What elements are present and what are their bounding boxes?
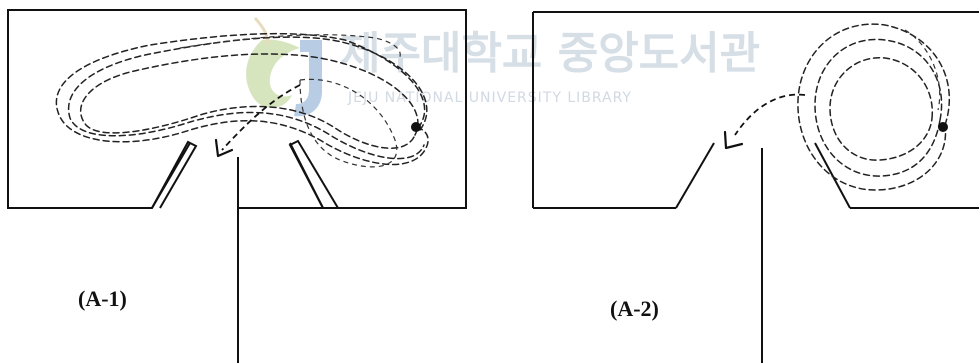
arrow-head-icon bbox=[723, 130, 744, 150]
nozzle-left-edge-a2 bbox=[675, 142, 715, 209]
panel-a1: (A-1) bbox=[7, 9, 467, 363]
watermark-subtitle: JEJU NATIONAL UNIVERSITY LIBRARY bbox=[347, 90, 632, 106]
arrow-head-icon bbox=[214, 138, 234, 158]
vortex-path-outer-a1 bbox=[55, 32, 429, 166]
jnu-library-emblem-icon bbox=[246, 17, 322, 117]
escape-path-a1 bbox=[221, 84, 301, 151]
panel-label-a2: (A-2) bbox=[610, 296, 659, 321]
vortex-origin-dot-a1 bbox=[411, 122, 421, 132]
vortex-loop-trail-a2 bbox=[904, 29, 941, 111]
vortex-path-middle-a1 bbox=[67, 36, 428, 160]
vortex-origin-dot-a2 bbox=[938, 122, 948, 132]
nozzle-left-edge-a1 bbox=[151, 142, 191, 209]
vortex-path-trail-a1 bbox=[299, 78, 398, 168]
watermark-title: 제주대학교 중앙도서관 bbox=[340, 28, 760, 79]
vortex-loop-inner-a2 bbox=[829, 57, 933, 161]
library-watermark: 제주대학교 중앙도서관 JEJU NATIONAL UNIVERSITY LIB… bbox=[246, 17, 760, 117]
nozzle-right-edge-a1 bbox=[289, 142, 324, 209]
escape-path-a2 bbox=[734, 93, 806, 136]
panel-label-a1: (A-1) bbox=[78, 286, 127, 311]
panel-a2: (A-2) bbox=[532, 11, 979, 363]
vortex-path-upper-a1 bbox=[179, 34, 401, 61]
vortex-loop-outer-a2 bbox=[797, 23, 950, 191]
vortex-loop-middle-a2 bbox=[814, 38, 943, 177]
vortex-path-inner-a1 bbox=[80, 53, 419, 149]
